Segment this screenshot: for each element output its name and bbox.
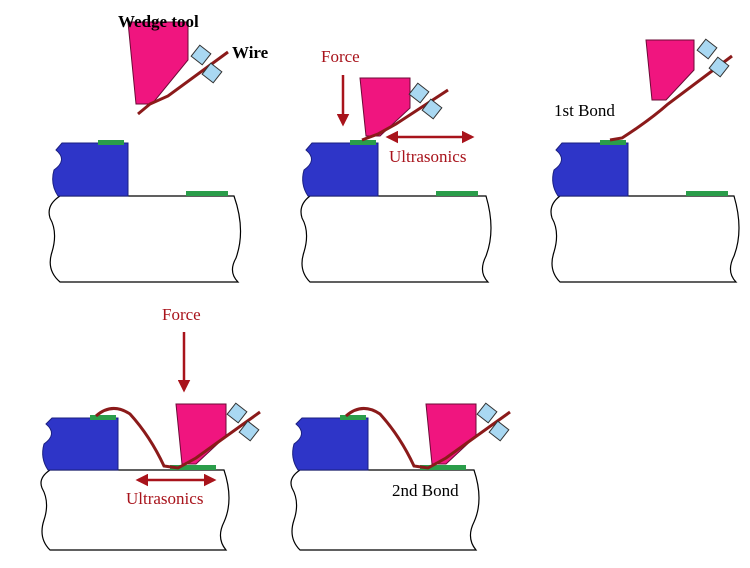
substrate: [48, 195, 242, 283]
label-force: Force: [162, 305, 201, 324]
wedge-tool: [425, 403, 477, 465]
wire-clamp-upper: [226, 402, 248, 424]
wire: [609, 54, 733, 142]
panel-2: Force Ultrasonics: [300, 47, 492, 283]
substrate-pad: [436, 191, 478, 196]
wire-clamp-lower: [708, 56, 730, 78]
panel-5: 2nd Bond: [290, 402, 511, 551]
panel-3: 1st Bond: [550, 38, 740, 283]
label-wire: Wire: [232, 43, 269, 62]
substrate: [300, 195, 492, 283]
wire: [95, 407, 261, 470]
die-pad: [600, 140, 626, 145]
label-ultrasonics: Ultrasonics: [389, 147, 466, 166]
substrate-pad: [186, 191, 228, 196]
wire-clamp-upper: [696, 38, 718, 60]
wedge-tool: [127, 21, 189, 105]
wire-clamp-lower: [238, 420, 260, 442]
die: [292, 417, 369, 471]
panel-4: Force Ultrasonics: [40, 305, 261, 551]
die: [52, 142, 129, 197]
substrate-pad: [170, 465, 216, 470]
label-force: Force: [321, 47, 360, 66]
substrate-pad: [686, 191, 728, 196]
substrate: [40, 469, 230, 551]
wire-clamp-lower: [421, 98, 443, 120]
label-first-bond: 1st Bond: [554, 101, 615, 120]
wire-clamp-upper: [408, 82, 430, 104]
wire-clamp-upper: [476, 402, 498, 424]
die: [302, 142, 379, 197]
substrate: [290, 469, 480, 551]
label-ultrasonics: Ultrasonics: [126, 489, 203, 508]
substrate-pad: [420, 465, 466, 470]
wire-clamp-lower: [488, 420, 510, 442]
die-pad: [350, 140, 376, 145]
wire-clamp-upper: [190, 44, 212, 66]
die-pad: [90, 415, 116, 420]
wire: [361, 88, 449, 142]
wire-clamp-lower: [201, 62, 223, 84]
panel-1: Wedge tool Wire: [48, 12, 269, 283]
wedge-tool: [359, 77, 411, 137]
die-pad: [340, 415, 366, 420]
wedge-tool: [175, 403, 227, 465]
wire: [137, 50, 229, 116]
wire: [345, 407, 511, 470]
die: [42, 417, 119, 471]
label-second-bond: 2nd Bond: [392, 481, 459, 500]
wedge-tool: [645, 39, 695, 101]
substrate: [550, 195, 740, 283]
die: [552, 142, 629, 197]
label-wedge-tool: Wedge tool: [118, 12, 199, 31]
die-pad: [98, 140, 124, 145]
